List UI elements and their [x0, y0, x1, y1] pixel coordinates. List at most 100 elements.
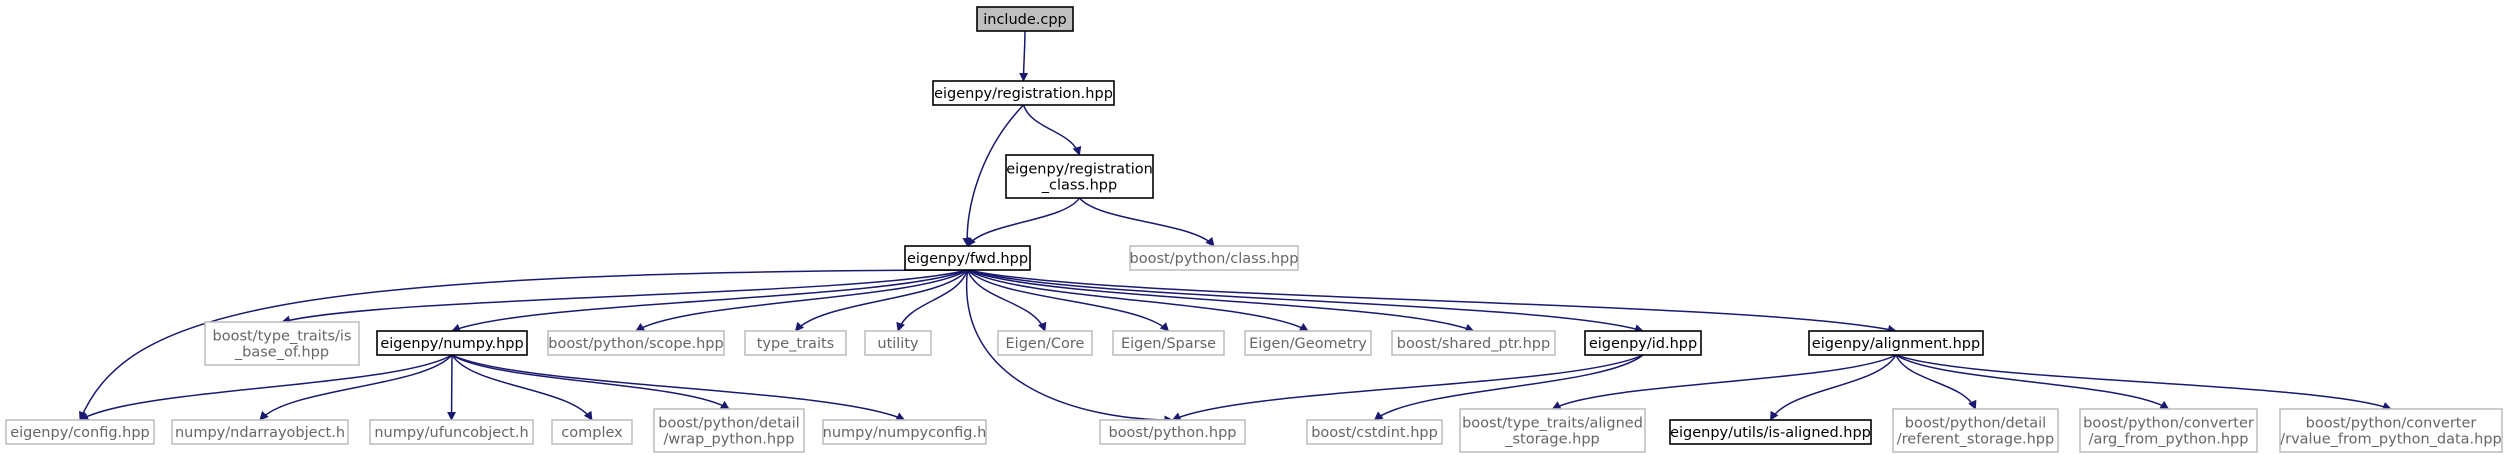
node-label: boost/python/detail	[1905, 416, 2046, 432]
node-label: boost/python/class.hpp	[1130, 251, 1299, 267]
edge-fwd-to-config	[79, 269, 968, 421]
edge-numpy-to-complex	[451, 354, 593, 421]
edge-alignment-to-referent-storage	[1895, 354, 1977, 410]
node-numpy[interactable]: eigenpy/numpy.hpp	[376, 330, 528, 356]
node-arg-from-python: boost/python/converter/arg_from_python.h…	[2079, 408, 2258, 453]
node-aligned-storage: boost/type_traits/aligned_storage.hpp	[1459, 408, 1646, 453]
node-label: /referent_storage.hpp	[1897, 432, 2054, 448]
node-eigen-geometry: Eigen/Geometry	[1244, 330, 1372, 356]
node-box	[547, 330, 725, 356]
node-wrap-python: boost/python/detail/wrap_python.hpp	[653, 408, 805, 453]
edge-registration-to-fwd	[962, 104, 1025, 247]
node-bpython: boost/python.hpp	[1099, 419, 1246, 445]
node-label: _storage.hpp	[1504, 432, 1600, 448]
node-label: /arg_from_python.hpp	[2089, 432, 2249, 448]
node-is-aligned[interactable]: eigenpy/utils/is-aligned.hpp	[1669, 419, 1872, 445]
node-label: eigenpy/registration	[1006, 162, 1153, 178]
node-label: boost/python/converter	[2083, 416, 2254, 432]
node-box	[1391, 330, 1556, 356]
node-box	[2079, 408, 2258, 453]
node-box	[1306, 419, 1443, 445]
edge-fwd-to-utility	[896, 269, 969, 332]
node-box	[864, 330, 932, 356]
edge-numpy-to-wrap-python	[451, 354, 730, 410]
node-box	[376, 330, 528, 356]
node-type-traits: type_traits	[744, 330, 847, 356]
edge-fwd-to-type-traits	[794, 269, 969, 332]
node-include-cpp[interactable]: include.cpp	[976, 6, 1074, 32]
node-label: eigenpy/registration.hpp	[934, 86, 1113, 102]
node-rvalue-from-python: boost/python/converter/rvalue_from_pytho…	[2279, 408, 2503, 453]
edge-fwd-to-tt-is-base-of	[281, 269, 968, 325]
node-cstdint: boost/cstdint.hpp	[1306, 419, 1443, 445]
edge-fwd-to-shared-ptr	[967, 269, 1475, 333]
node-box	[904, 245, 1031, 271]
node-label: numpy/numpyconfig.h	[823, 425, 987, 441]
node-ufuncobject: numpy/ufuncobject.h	[369, 419, 534, 445]
node-box	[369, 419, 534, 445]
node-bp-scope: boost/python/scope.hpp	[547, 330, 725, 356]
node-box	[1005, 154, 1154, 199]
node-box	[976, 6, 1074, 32]
node-utility: utility	[864, 330, 932, 356]
node-id[interactable]: eigenpy/id.hpp	[1584, 330, 1702, 356]
node-label: type_traits	[757, 336, 834, 352]
edge-fwd-to-bp-scope	[635, 269, 968, 332]
node-box	[822, 419, 987, 445]
edge-id-to-bpython	[1171, 354, 1644, 421]
node-label: boost/cstdint.hpp	[1311, 425, 1438, 441]
node-label: Eigen/Geometry	[1249, 336, 1367, 352]
node-fwd[interactable]: eigenpy/fwd.hpp	[904, 245, 1031, 271]
node-registration[interactable]: eigenpy/registration.hpp	[932, 80, 1115, 106]
edge-numpy-to-ndarrayobject	[259, 354, 453, 421]
node-box	[1892, 408, 2059, 453]
edge-fwd-to-bpython	[965, 269, 1174, 425]
edge-registration-class-to-fwd	[966, 197, 1081, 247]
node-label: numpy/ufuncobject.h	[374, 425, 528, 441]
node-box	[551, 419, 633, 445]
edge-fwd-to-eigen-core	[966, 269, 1047, 332]
edge-registration-to-registration-class	[1022, 104, 1082, 156]
edge-numpy-to-config	[79, 354, 453, 421]
edge-id-to-cstdint	[1373, 354, 1644, 421]
nodes-layer: include.cpp eigenpy/registration.hpp eigen…	[5, 6, 2503, 453]
node-label: _base_of.hpp	[234, 345, 329, 361]
node-label: eigenpy/id.hpp	[1589, 336, 1697, 352]
edge-alignment-to-aligned-storage	[1551, 354, 1897, 410]
node-label: eigenpy/numpy.hpp	[380, 336, 523, 352]
node-label: numpy/ndarrayobject.h	[175, 425, 345, 441]
node-box	[1129, 245, 1299, 271]
edge-alignment-to-arg-from-python	[1895, 354, 2170, 410]
node-label: complex	[561, 425, 623, 441]
node-label: boost/type_traits/aligned	[1462, 416, 1643, 432]
node-label: include.cpp	[983, 12, 1067, 28]
node-box	[1808, 330, 1984, 356]
node-label: boost/type_traits/is	[213, 329, 352, 345]
node-box	[204, 321, 360, 366]
edges-layer	[79, 30, 2392, 425]
edge-alignment-to-rvalue-from-python	[1895, 354, 2392, 411]
edge-alignment-to-is-aligned	[1769, 354, 1897, 421]
node-box	[171, 419, 349, 445]
edge-include-cpp-to-registration	[1019, 30, 1029, 82]
node-referent-storage: boost/python/detail/referent_storage.hpp	[1892, 408, 2059, 453]
node-label: /wrap_python.hpp	[664, 432, 795, 448]
node-label: eigenpy/utils/is-aligned.hpp	[1670, 425, 1871, 441]
node-tt-is-base-of: boost/type_traits/is_base_of.hpp	[204, 321, 360, 366]
node-box	[997, 330, 1093, 356]
node-complex: complex	[551, 419, 633, 445]
node-shared-ptr: boost/shared_ptr.hpp	[1391, 330, 1556, 356]
node-label: boost/python/detail	[658, 416, 799, 432]
node-box	[653, 408, 805, 453]
node-eigen-core: Eigen/Core	[997, 330, 1093, 356]
node-bp-class: boost/python/class.hpp	[1129, 245, 1299, 271]
edge-numpy-to-ufuncobject	[447, 354, 457, 421]
node-numpyconfig: numpy/numpyconfig.h	[822, 419, 987, 445]
edge-numpy-to-numpyconfig	[451, 354, 906, 421]
node-box	[1584, 330, 1702, 356]
node-box	[2279, 408, 2503, 453]
node-alignment[interactable]: eigenpy/alignment.hpp	[1808, 330, 1984, 356]
node-label: boost/python.hpp	[1108, 425, 1236, 441]
node-registration-class[interactable]: eigenpy/registration_class.hpp	[1005, 154, 1154, 199]
node-eigen-sparse: Eigen/Sparse	[1112, 330, 1225, 356]
